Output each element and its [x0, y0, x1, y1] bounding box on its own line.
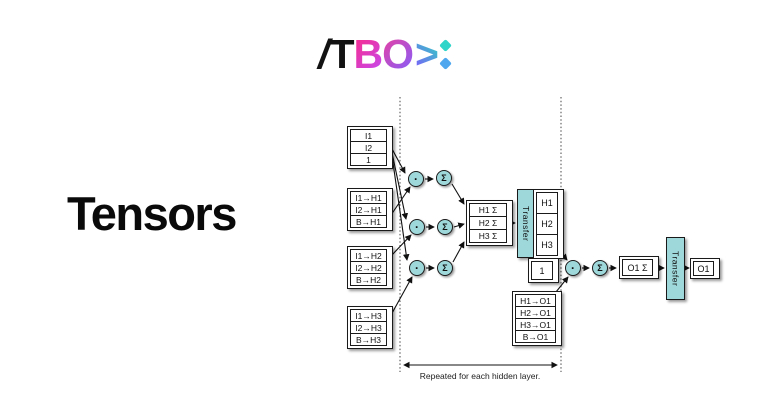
hidden-output-cell: H3 [536, 234, 558, 256]
output-sum-cell: O1 Σ [622, 259, 653, 276]
hidden-output-cell: H1 [536, 192, 558, 214]
arrow-inputs-to-mult3 [390, 148, 410, 261]
sigma-symbol: Σ [442, 263, 448, 273]
input-stack: I1 I2 1 [347, 126, 393, 169]
weight-cell: I1→H1 [350, 191, 387, 204]
output-sum-box: O1 Σ [619, 256, 659, 279]
logo-slash: / [318, 31, 329, 77]
input-cell: 1 [350, 153, 387, 166]
multiply-symbol: · [414, 172, 418, 186]
weights-h3-stack: I1→H3 I2→H3 B→H3 [347, 306, 393, 349]
weights-h2-stack: I1→H2 I2→H2 B→H2 [347, 246, 393, 289]
weight-cell: B→H3 [350, 333, 387, 346]
weight-cell: I2→H1 [350, 203, 387, 216]
weight-cell: I1→H2 [350, 249, 387, 262]
weight-cell: B→O1 [515, 330, 556, 343]
arrow-sum1-to-hsums [451, 183, 465, 205]
weight-cell: I2→H3 [350, 321, 387, 334]
sum-node-3: Σ [437, 260, 453, 276]
weight-cell: B→H1 [350, 215, 387, 228]
weight-cell: H1→O1 [515, 294, 556, 307]
transfer-label: Transfer [670, 250, 681, 287]
arrow-sum2-to-hsums [453, 222, 465, 229]
weight-cell: I2→H2 [350, 261, 387, 274]
logo-letter-t: T [329, 31, 354, 77]
repeat-caption: Repeated for each hidden layer. [419, 371, 541, 381]
hidden-sum-cell: H3 Σ [469, 229, 507, 243]
arrow-weightsH2-to-mult2 [390, 234, 412, 257]
hidden-output-cell: H2 [536, 213, 558, 235]
sum-node-4: Σ [592, 260, 608, 276]
weight-cell: H3→O1 [515, 318, 556, 331]
bias-box: 1 [528, 258, 559, 283]
transfer-function-output: Transfer [666, 237, 685, 300]
sigma-symbol: Σ [441, 173, 447, 183]
multiply-symbol: · [571, 261, 575, 275]
transfer-label: Transfer [521, 205, 531, 242]
sigma-symbol: Σ [442, 222, 448, 232]
hidden-sum-cell: H1 Σ [469, 203, 507, 217]
logo-letter-o: O [382, 31, 414, 77]
multiply-symbol: · [415, 261, 419, 275]
slide-title: Tensors [67, 187, 237, 240]
weight-cell: B→H2 [350, 273, 387, 286]
multiply-symbol: · [415, 220, 419, 234]
multiply-node-3: · [409, 260, 425, 276]
logo-diamond-bottom-icon [439, 57, 452, 70]
weight-cell: I1→H3 [350, 309, 387, 322]
hidden-outputs-stack: H1 H2 H3 [533, 189, 564, 259]
logo-letter-b: B [353, 31, 383, 77]
multiply-node-2: · [409, 219, 425, 235]
arrow-inputs-to-mult1 [390, 146, 406, 174]
logo-colon-icon [439, 39, 452, 70]
arrow-weightsH3-to-mult3 [390, 276, 413, 316]
hidden-sums-stack: H1 Σ H2 Σ H3 Σ [466, 200, 513, 246]
arrow-weightsO1-to-mult4 [555, 276, 569, 293]
tensor-flow-diagram: I1 I2 1 I1→H1 I2→H1 B→H1 I1→H2 I2→H2 B→H… [340, 88, 750, 398]
bias-cell: 1 [531, 261, 553, 280]
weight-cell: H2→O1 [515, 306, 556, 319]
sum-node-1: Σ [436, 170, 452, 186]
arrow-weightsH1-to-mult1 [390, 186, 411, 216]
arrow-sum3-to-hsums [452, 241, 465, 263]
sigma-symbol: Σ [597, 263, 603, 273]
hidden-sum-cell: H2 Σ [469, 216, 507, 230]
multiply-node-1: · [408, 171, 424, 187]
logo-diamond-top-icon [439, 39, 452, 52]
output-box: O1 [690, 258, 720, 279]
logo-chevron-icon: > [415, 31, 439, 77]
multiply-node-4: · [565, 260, 581, 276]
weights-o1-stack: H1→O1 H2→O1 H3→O1 B→O1 [512, 291, 562, 346]
weights-h1-stack: I1→H1 I2→H1 B→H1 [347, 188, 393, 231]
output-cell: O1 [693, 261, 714, 276]
sum-node-2: Σ [437, 219, 453, 235]
arrow-inputs-to-mult2 [390, 147, 409, 220]
